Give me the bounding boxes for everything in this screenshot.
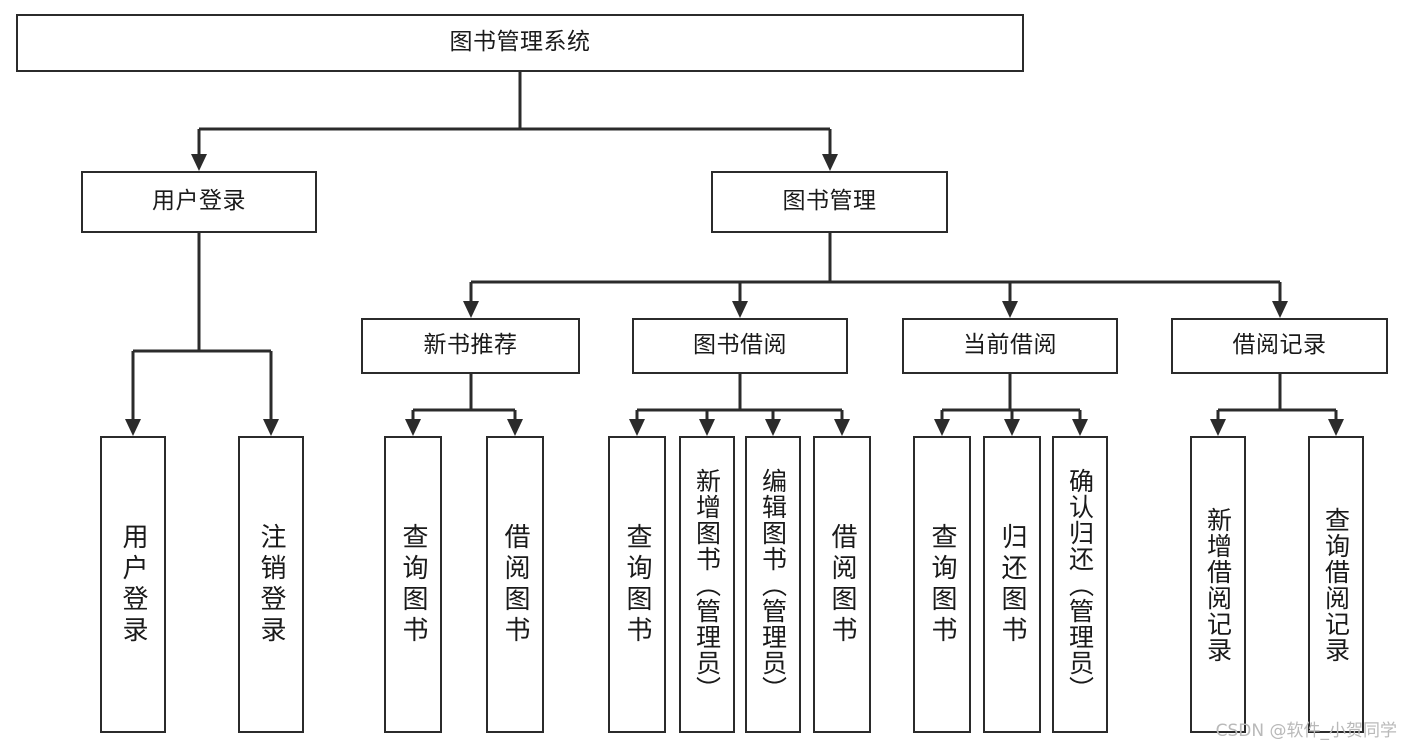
node-current-borrow[interactable]: 当前借阅 [902, 318, 1118, 374]
node-label: 图书借阅 [693, 332, 787, 359]
leaf-add-book-admin[interactable]: 新增图书（管理员） [679, 436, 735, 733]
leaf-logout[interactable]: 注销登录 [238, 436, 304, 733]
node-root[interactable]: 图书管理系统 [16, 14, 1024, 72]
leaf-borrow-book[interactable]: 借阅图书 [813, 436, 871, 733]
leaf-query-borrow-record[interactable]: 查询借阅记录 [1308, 436, 1364, 733]
node-label: 确认归还（管理员） [1065, 467, 1095, 702]
node-label: 图书管理系统 [449, 29, 591, 56]
node-label: 归还图书 [997, 522, 1027, 647]
node-label: 当前借阅 [963, 332, 1057, 359]
node-user-login[interactable]: 用户登录 [81, 171, 317, 233]
node-label: 借阅图书 [827, 522, 857, 647]
node-label: 编辑图书（管理员） [758, 467, 788, 702]
leaf-add-borrow-record[interactable]: 新增借阅记录 [1190, 436, 1246, 733]
node-borrow-record[interactable]: 借阅记录 [1171, 318, 1388, 374]
node-label: 注销登录 [256, 522, 286, 647]
leaf-edit-book-admin[interactable]: 编辑图书（管理员） [745, 436, 801, 733]
node-label: 图书管理 [782, 188, 877, 215]
node-label: 借阅图书 [500, 522, 530, 647]
leaf-query-book-current[interactable]: 查询图书 [913, 436, 971, 733]
node-label: 新增借阅记录 [1203, 506, 1233, 663]
node-label: 查询图书 [622, 522, 652, 647]
leaf-query-book-recommend[interactable]: 查询图书 [384, 436, 442, 733]
node-label: 用户登录 [152, 188, 246, 215]
node-book-borrow[interactable]: 图书借阅 [632, 318, 848, 374]
node-label: 查询图书 [398, 522, 428, 647]
leaf-user-login[interactable]: 用户登录 [100, 436, 166, 733]
node-new-book-recommend[interactable]: 新书推荐 [361, 318, 580, 374]
node-label: 查询借阅记录 [1321, 506, 1351, 663]
csdn-watermark: CSDN @软件_小贺同学 [1215, 721, 1397, 741]
leaf-confirm-return-admin[interactable]: 确认归还（管理员） [1052, 436, 1108, 733]
node-label: 新书推荐 [423, 332, 518, 359]
leaf-borrow-book-recommend[interactable]: 借阅图书 [486, 436, 544, 733]
leaf-query-book-borrow[interactable]: 查询图书 [608, 436, 666, 733]
node-book-management[interactable]: 图书管理 [711, 171, 948, 233]
leaf-return-book[interactable]: 归还图书 [983, 436, 1041, 733]
node-label: 新增图书（管理员） [692, 467, 722, 702]
node-label: 借阅记录 [1232, 332, 1327, 359]
node-label: 用户登录 [118, 522, 148, 647]
node-label: 查询图书 [927, 522, 957, 647]
